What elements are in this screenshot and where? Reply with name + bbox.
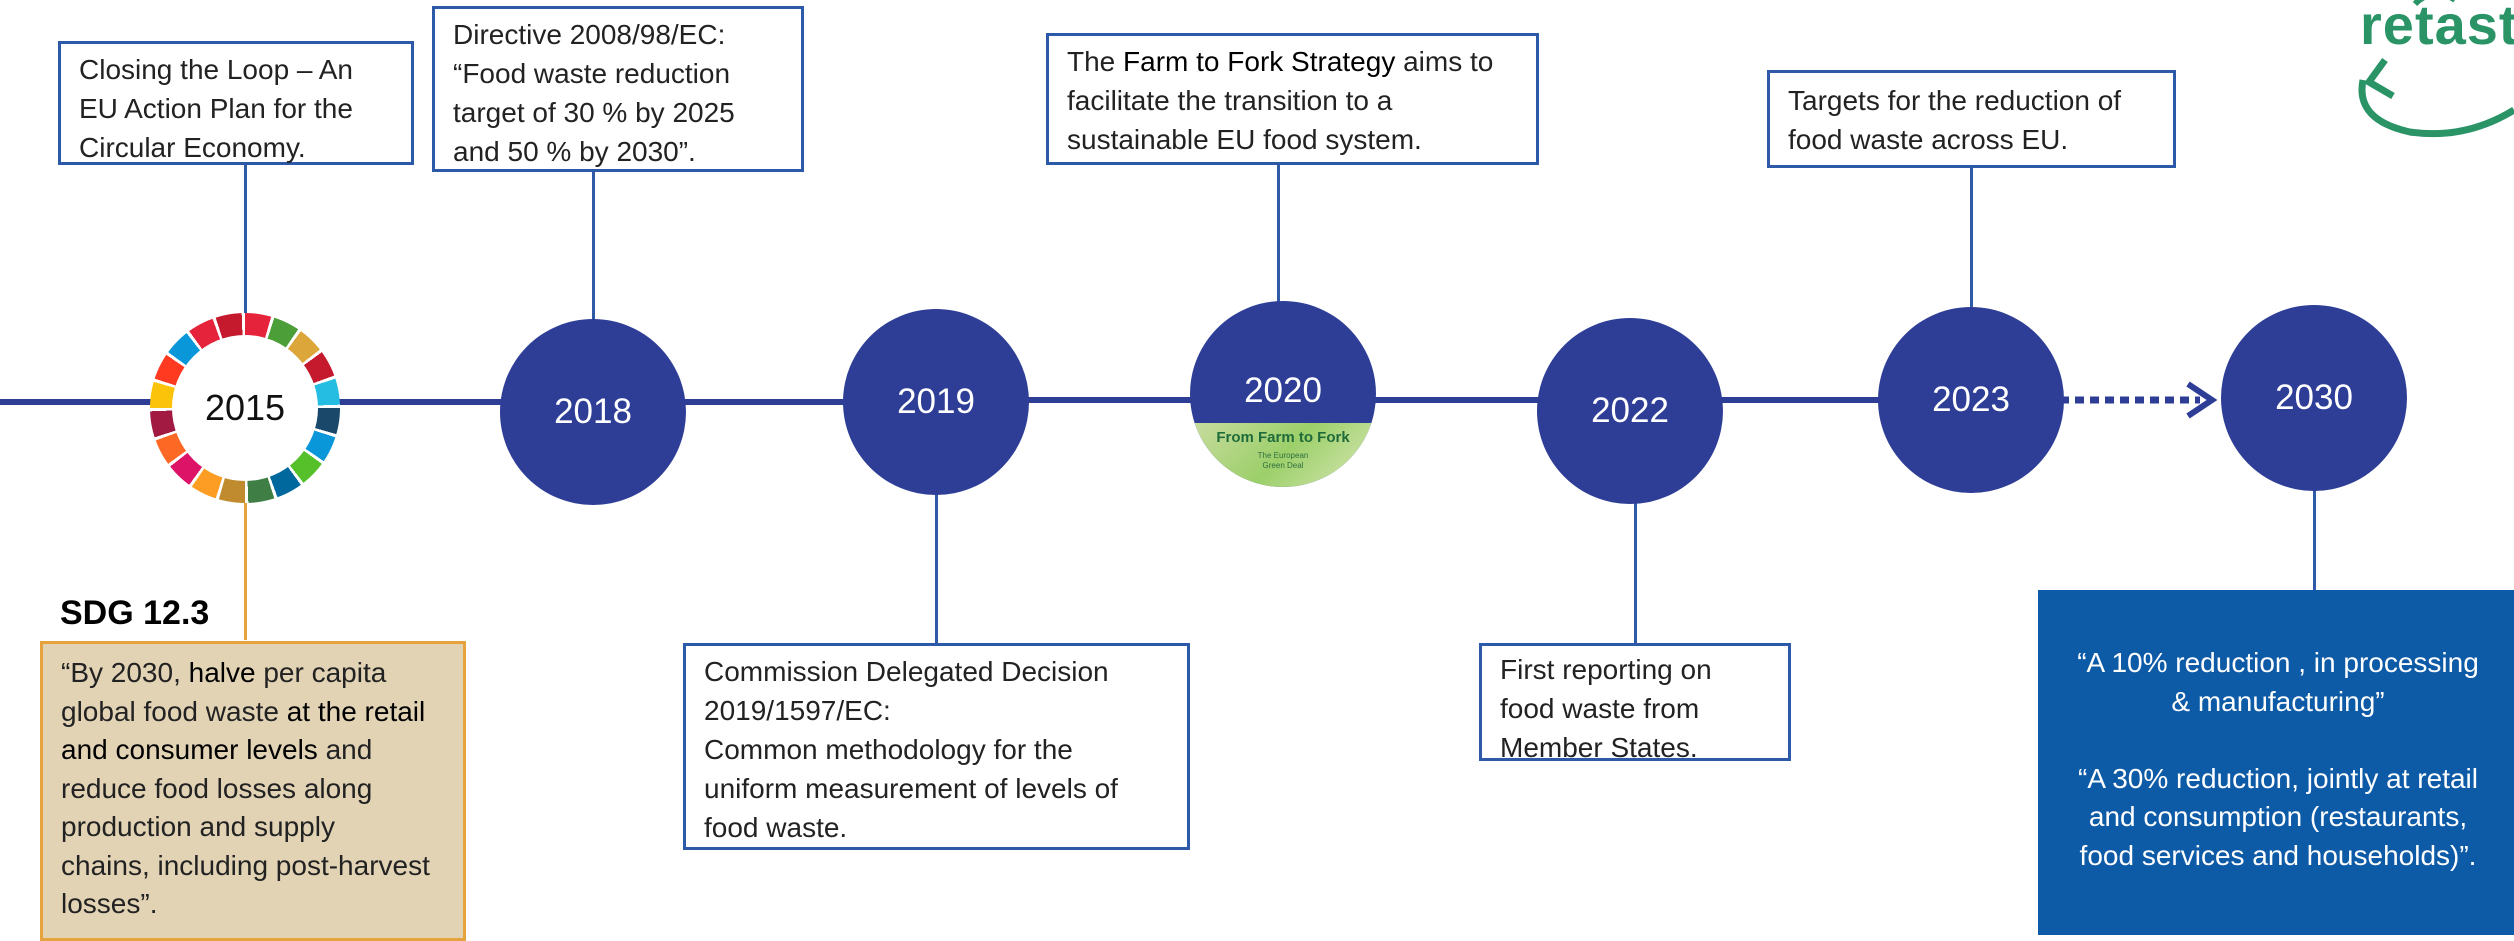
- timeline-line: [1020, 397, 1200, 403]
- year-2022: 2022: [1537, 318, 1723, 504]
- year-2023: 2023: [1878, 307, 2064, 493]
- year-2020: 2020 From Farm to Fork The European Gree…: [1190, 301, 1376, 487]
- box-2023-targets: Targets for the reduction of food waste …: [1767, 70, 2176, 168]
- connector-2023: [1970, 168, 1973, 308]
- connector-2015-bottom: [244, 500, 247, 640]
- farm-to-fork-cover-image: From Farm to Fork The European Green Dea…: [1190, 423, 1376, 487]
- timeline-line: [1365, 397, 1545, 403]
- sdg-title: SDG 12.3: [60, 594, 210, 632]
- box-2022-first-reporting: First reporting on food waste from Membe…: [1479, 643, 1791, 763]
- box-2015-circular-economy: Closing the Loop – An EU Action Plan for…: [58, 41, 414, 165]
- timeline-line: [335, 399, 515, 405]
- timeline-line: [680, 399, 850, 405]
- timeline-line: [0, 399, 155, 405]
- targets-2030-box: “A 10% reduction , in processing & manuf…: [2038, 590, 2514, 935]
- box-2019-delegated-decision: Commission Delegated Decision 2019/1597/…: [683, 643, 1190, 850]
- timeline-line: [1710, 397, 1890, 403]
- dotted-arrow: [2060, 381, 2218, 419]
- year-2019: 2019: [843, 309, 1029, 495]
- year-2020-label: 2020: [1244, 371, 1322, 410]
- cover-title: From Farm to Fork: [1216, 429, 1350, 446]
- year-2018: 2018: [500, 319, 686, 505]
- connector-2019: [935, 490, 938, 645]
- sdg-quote-box: “By 2030, halve per capita global food w…: [40, 641, 466, 941]
- year-2030: 2030: [2221, 305, 2407, 491]
- year-2015: 2015: [172, 335, 318, 481]
- connector-2015-top: [244, 165, 247, 315]
- recycle-logo-icon: [2358, 0, 2514, 138]
- box-2020-farm-to-fork: The Farm to Fork Strategy aims to facili…: [1046, 33, 1539, 165]
- cover-subtitle: The European Green Deal: [1257, 451, 1309, 470]
- connector-2020: [1277, 163, 1280, 303]
- box-2018-directive: Directive 2008/98/EC: “Food waste reduct…: [432, 6, 804, 172]
- connector-2022: [1634, 500, 1637, 645]
- logo-text: retast: [2360, 0, 2514, 56]
- connector-2030: [2313, 490, 2316, 590]
- connector-2018: [592, 170, 595, 320]
